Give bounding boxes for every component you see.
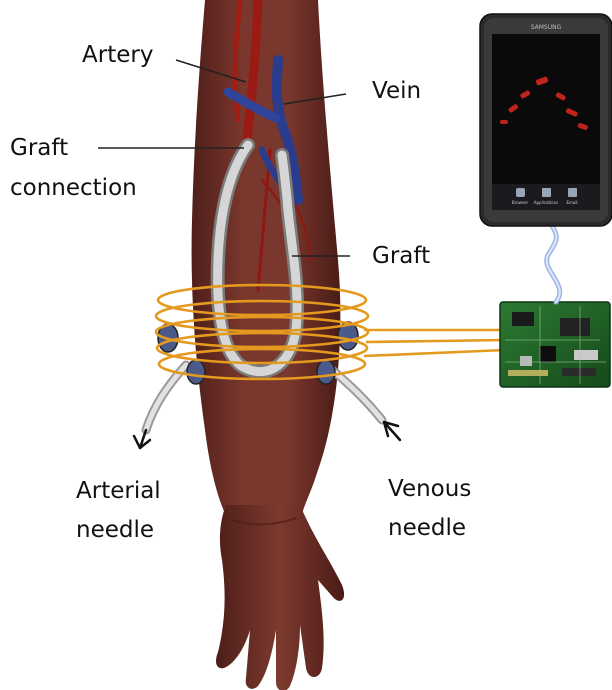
dock-label-browser: Browser xyxy=(512,200,529,205)
email-icon xyxy=(568,188,577,197)
label-graft: Graft xyxy=(372,239,430,273)
dock-label-email: Email xyxy=(566,200,577,205)
hand-skin xyxy=(216,505,344,690)
label-venous-needle-line1: Venous xyxy=(388,472,471,506)
applications-icon xyxy=(542,188,551,197)
label-artery: Artery xyxy=(82,38,153,72)
tablet-screen xyxy=(492,34,600,210)
label-graft-connection-line1: Graft xyxy=(10,131,68,165)
label-graft-connection-line2: connection xyxy=(10,171,137,205)
browser-icon xyxy=(516,188,525,197)
sensor-circuit-board xyxy=(500,302,610,387)
label-arterial-needle-line1: Arterial xyxy=(76,474,161,508)
tablet-brand: SAMSUNG xyxy=(531,24,562,31)
label-vein: Vein xyxy=(372,74,421,108)
tablet-device: SAMSUNG Browser Applications Email xyxy=(480,14,612,226)
coil-leads xyxy=(364,330,505,356)
label-venous-needle-line2: needle xyxy=(388,511,466,545)
tablet-cable xyxy=(547,226,560,302)
label-arterial-needle-line2: needle xyxy=(76,513,154,547)
venous-needle-arrow xyxy=(384,422,400,440)
dock-label-applications: Applications xyxy=(534,200,558,205)
